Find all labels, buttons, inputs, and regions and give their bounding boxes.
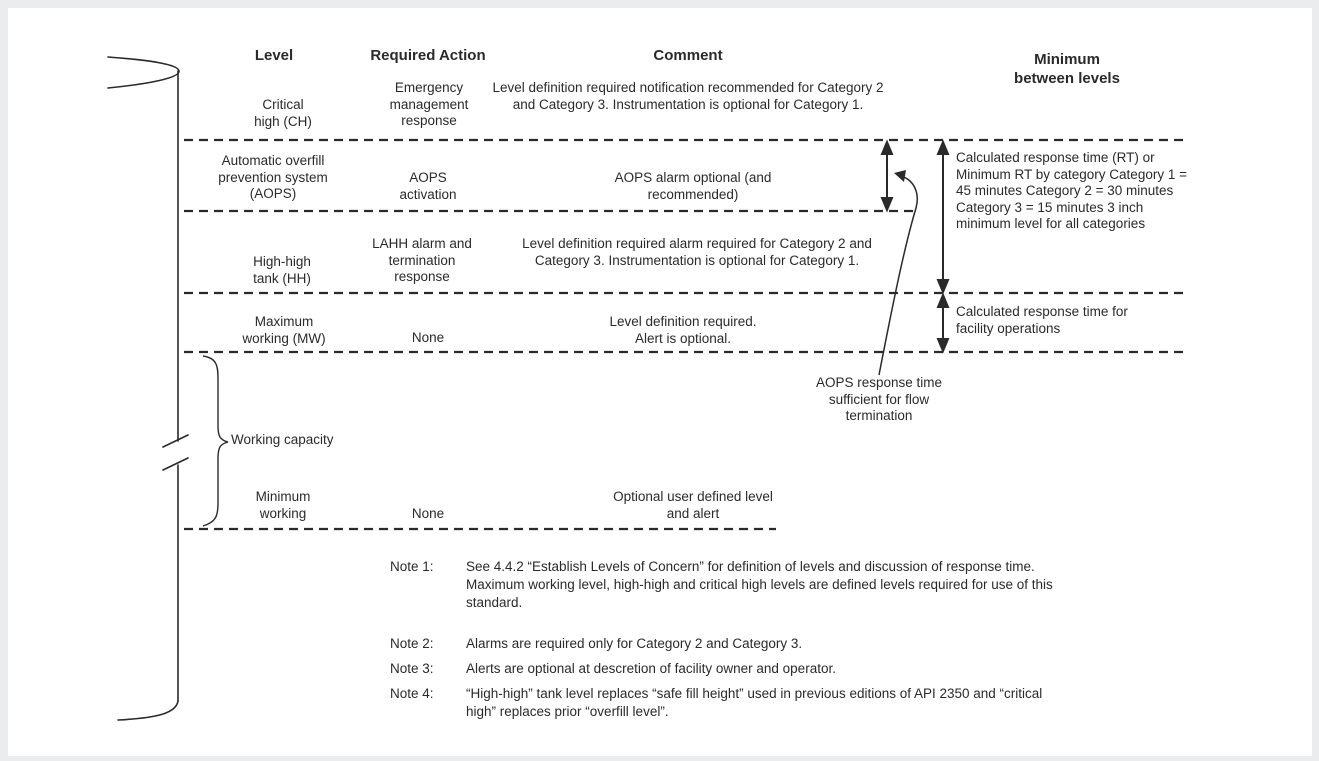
rt-arrow-head-top	[936, 139, 950, 155]
tank-bottom-curve	[117, 700, 179, 721]
row-aops-comment: AOPS alarm optional (and recommended)	[614, 170, 772, 202]
break-mark-upper	[162, 434, 189, 448]
working-capacity-label: Working capacity	[231, 432, 334, 447]
header-minimum-between-levels: Minimum between levels	[1014, 51, 1120, 87]
row-min-comment: Optional user defined level and alert	[613, 489, 773, 521]
note-4-text: “High-high” tank level replaces “safe fi…	[466, 686, 1043, 719]
row-hh-level: High-high tank (HH)	[253, 254, 311, 286]
minimum-rt-text: Calculated response time (RT) or Minimum…	[956, 150, 1187, 232]
note-4-label: Note 4:	[390, 686, 434, 701]
row-ch-action: Emergency management response	[389, 80, 469, 129]
ops-arrow-head-top	[936, 292, 950, 308]
row-ch-comment: Level definition required notification r…	[492, 80, 884, 112]
minimum-ops-text: Calculated response time for facility op…	[956, 304, 1128, 336]
aops-response-annotation: AOPS response time sufficient for flow t…	[815, 375, 943, 424]
row-min-level: Minimum working	[255, 489, 311, 521]
working-capacity-brace	[202, 355, 229, 527]
note-2-label: Note 2:	[390, 636, 434, 651]
row-mw-comment: Level definition required. Alert is opti…	[609, 314, 757, 346]
row-mw-level: Maximum working (MW)	[242, 314, 326, 346]
note-3-label: Note 3:	[390, 661, 434, 676]
figure-panel: Level Required Action Comment Minimum be…	[8, 8, 1312, 756]
header-comment: Comment	[653, 47, 723, 64]
header-required-action: Required Action	[370, 47, 486, 64]
aops-arrow-head-top	[880, 139, 894, 155]
row-hh-comment: Level definition required alarm required…	[522, 236, 872, 268]
diagram-lines	[107, 56, 1188, 721]
note-1-text: See 4.4.2 “Establish Levels of Concern” …	[466, 559, 1053, 610]
row-aops-level: Automatic overfill prevention system (AO…	[218, 153, 328, 202]
note-3-text: Alerts are optional at descretion of fac…	[466, 661, 836, 676]
row-min-action: None	[411, 506, 445, 521]
aops-arrow-head-bottom	[880, 197, 894, 213]
row-mw-action: None	[411, 330, 445, 345]
rt-arrow-head-bottom	[936, 279, 950, 295]
header-level: Level	[254, 47, 294, 64]
row-ch-level: Critical high (CH)	[254, 97, 312, 129]
aops-curved-arrow-head	[894, 170, 906, 182]
note-1-label: Note 1:	[390, 559, 434, 574]
note-2-text: Alarms are required only for Category 2 …	[466, 636, 803, 651]
aops-curved-arrow	[878, 175, 918, 376]
row-hh-action: LAHH alarm and termination response	[372, 236, 472, 285]
ops-arrow-head-bottom	[936, 338, 950, 354]
break-mark-lower	[162, 457, 189, 471]
tank-top-arc	[107, 56, 180, 89]
row-aops-action: AOPS activation	[399, 170, 457, 202]
